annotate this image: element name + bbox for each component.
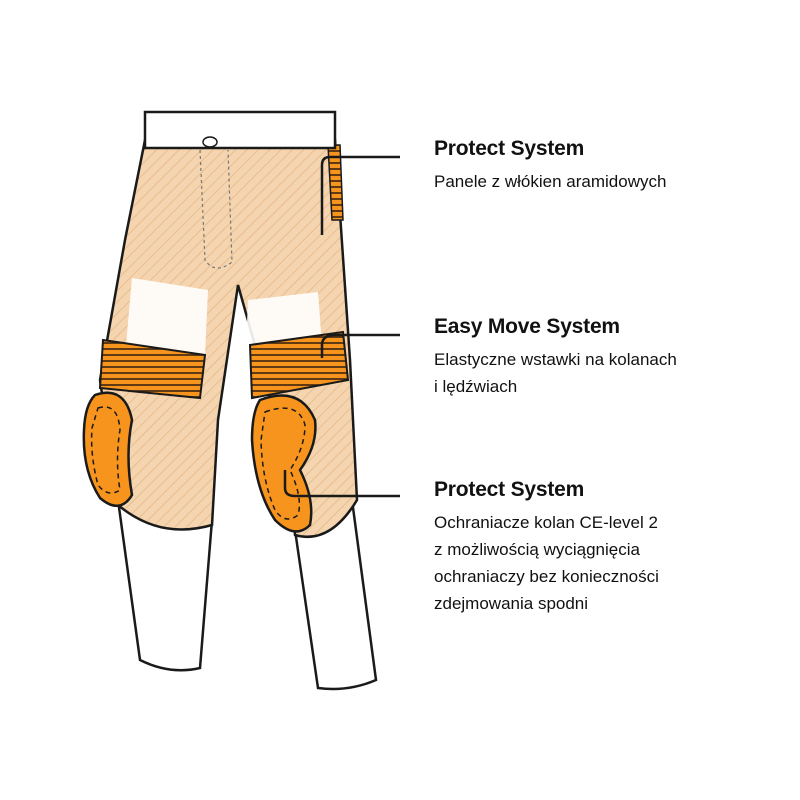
callout-title: Protect System [434, 478, 585, 501]
right-knee-stretch-band [248, 330, 350, 400]
right-hip-panel [246, 292, 322, 345]
callout-title: Protect System [434, 137, 585, 160]
right-lower-leg [293, 498, 378, 691]
callout-line-2 [320, 333, 400, 358]
left-knee-pad [82, 391, 134, 507]
callout-line-3 [283, 470, 400, 498]
callout-description: Panele z włókien aramidowych [434, 172, 667, 191]
left-lower-leg [116, 498, 214, 672]
left-knee-stretch-band [98, 338, 207, 400]
waistband [143, 110, 337, 150]
waist-button-icon [202, 136, 218, 148]
callout-easy-move-system: Easy Move System Elastyczne wstawki na k… [434, 314, 677, 400]
callout-protect-system-panels: Protect System Panele z włókien aramidow… [434, 136, 666, 195]
callout-protect-system-knees: Protect System Ochraniacze kolan CE-leve… [434, 477, 659, 617]
left-hip-panel [126, 278, 208, 355]
callout-title: Easy Move System [434, 315, 620, 338]
right-knee-pad [250, 394, 317, 533]
callout-line-1 [320, 155, 400, 235]
